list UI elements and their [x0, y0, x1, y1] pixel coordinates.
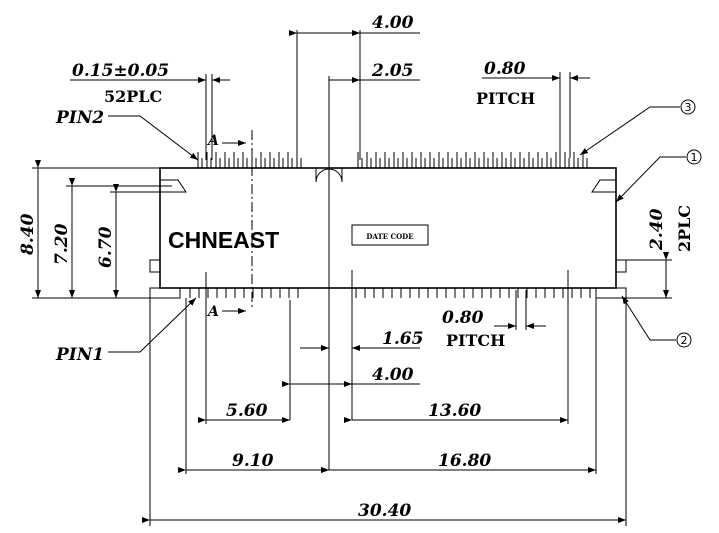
brand-label: CHNEAST	[168, 227, 279, 253]
date-code-box	[351, 224, 429, 246]
dim-height-2-40: 2.40	[647, 208, 667, 251]
dim-height-2plc: 2PLC	[675, 205, 694, 252]
dim-pitch-top-label: PITCH	[476, 89, 535, 108]
pin1-label: PIN1	[55, 345, 104, 365]
dim-height-6-70: 6.70	[96, 226, 116, 268]
callout-3-marker	[680, 99, 696, 115]
dim-bottom-5-60: 5.60	[226, 401, 268, 421]
dim-height-8-40: 8.40	[18, 213, 38, 256]
dim-tolerance-value: 0.15±0.05	[72, 61, 169, 81]
dim-bottom-16-80: 16.80	[438, 451, 491, 471]
callout-2-marker	[676, 332, 692, 348]
callout-3-label: 3	[685, 101, 692, 114]
top-pin-row	[197, 152, 588, 168]
bottom-pin-row	[189, 288, 591, 298]
dim-height-7-20: 7.20	[52, 223, 72, 265]
date-code-label: DATE CODE	[366, 232, 413, 241]
dim-top-4-00: 4.00	[372, 13, 414, 33]
callout-1-label: 1	[691, 151, 698, 164]
callout-1-marker	[686, 149, 702, 165]
dim-bottom-30-40: 30.40	[358, 501, 411, 521]
dim-bottom-13-60: 13.60	[428, 401, 481, 421]
dim-bottom-9-10: 9.10	[232, 451, 274, 471]
dim-bottom-1-65: 1.65	[382, 329, 423, 349]
dim-bottom-4-00: 4.00	[372, 365, 414, 385]
dim-pitch-bottom-label: PITCH	[446, 331, 505, 350]
dim-pitch-top-value: 0.80	[484, 59, 526, 79]
dim-top-2-05: 2.05	[371, 61, 413, 81]
dim-tolerance-count: 52PLC	[104, 87, 162, 106]
section-marker-bottom: A	[206, 304, 219, 320]
pin2-label: PIN2	[55, 108, 104, 128]
dim-pitch-bottom-value: 0.80	[442, 308, 484, 328]
callout-2-label: 2	[681, 334, 688, 347]
connector-body	[149, 130, 627, 310]
